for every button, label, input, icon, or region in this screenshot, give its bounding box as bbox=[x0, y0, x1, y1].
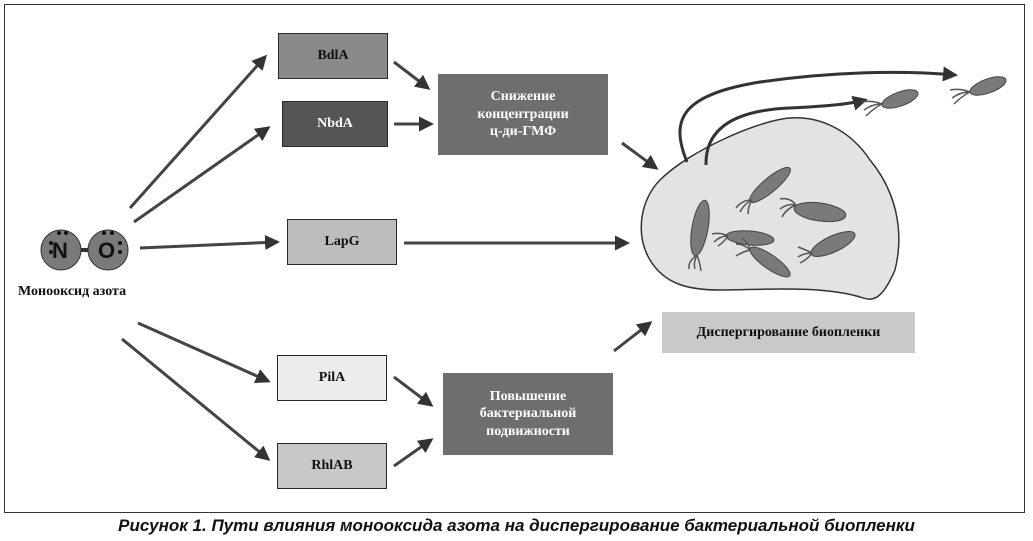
atom-o-label: O bbox=[98, 238, 116, 263]
molecule-label: Монооксид азота bbox=[18, 284, 127, 299]
increase-line-3: подвижности bbox=[486, 423, 570, 439]
dispersal-label: Диспергирование биопленки bbox=[696, 324, 881, 340]
arrow-no-to-rhlab bbox=[121, 337, 271, 461]
bacterium-3 bbox=[793, 201, 847, 223]
increase-line-2: бактериальной bbox=[479, 406, 577, 422]
flagella bbox=[688, 88, 971, 272]
box-nbda-label: NbdA bbox=[317, 116, 353, 132]
arrow-no-to-bdla bbox=[128, 54, 267, 209]
figure-caption: Рисунок 1. Пути влияния монооксида азота… bbox=[118, 516, 915, 535]
biofilm-blob bbox=[640, 117, 900, 300]
box-rhlab-label: RhlAB bbox=[311, 458, 353, 474]
arrow-pila-to-increase bbox=[393, 375, 434, 407]
box-pila-label: PilA bbox=[318, 370, 346, 386]
arrow-decrease-to-biofilm bbox=[621, 141, 659, 170]
box-increase-motility: Повышение бактериальной подвижности bbox=[443, 373, 613, 455]
box-rhlab: RhlAB bbox=[277, 443, 387, 489]
box-bdla: BdlA bbox=[278, 33, 388, 79]
no-molecule bbox=[40, 229, 129, 271]
arrow-increase-to-dispersal bbox=[613, 321, 653, 353]
arrow-no-to-nbda bbox=[133, 126, 271, 224]
decrease-line-2: концентрации bbox=[477, 106, 569, 122]
box-pila: PilA bbox=[277, 355, 387, 401]
bacterium-swim-1 bbox=[881, 89, 919, 109]
bacterium-6 bbox=[749, 246, 791, 278]
box-nbda: NbdA bbox=[282, 101, 388, 147]
decrease-line-3: ц-ди-ГМФ bbox=[489, 124, 557, 140]
increase-line-1: Повышение bbox=[489, 388, 567, 404]
arrow-curve-2 bbox=[704, 95, 868, 166]
box-dispersal: Диспергирование биопленки bbox=[662, 312, 915, 353]
box-bdla-label: BdlA bbox=[317, 48, 349, 64]
box-decrease-cdigmp: Снижение концентрации ц-ди-ГМФ bbox=[438, 74, 608, 155]
box-lapg: LapG bbox=[287, 219, 397, 265]
decrease-line-1: Снижение bbox=[490, 89, 556, 105]
arrow-curve-1 bbox=[678, 66, 958, 163]
arrow-bdla-to-decrease bbox=[393, 60, 431, 90]
box-lapg-label: LapG bbox=[324, 234, 360, 250]
atom-n-label: N bbox=[52, 238, 68, 263]
arrow-no-to-pila bbox=[137, 321, 271, 383]
arrow-rhlab-to-increase bbox=[393, 438, 434, 468]
arrow-no-to-lapg bbox=[139, 235, 280, 251]
bacterium-swim-2 bbox=[969, 76, 1007, 96]
